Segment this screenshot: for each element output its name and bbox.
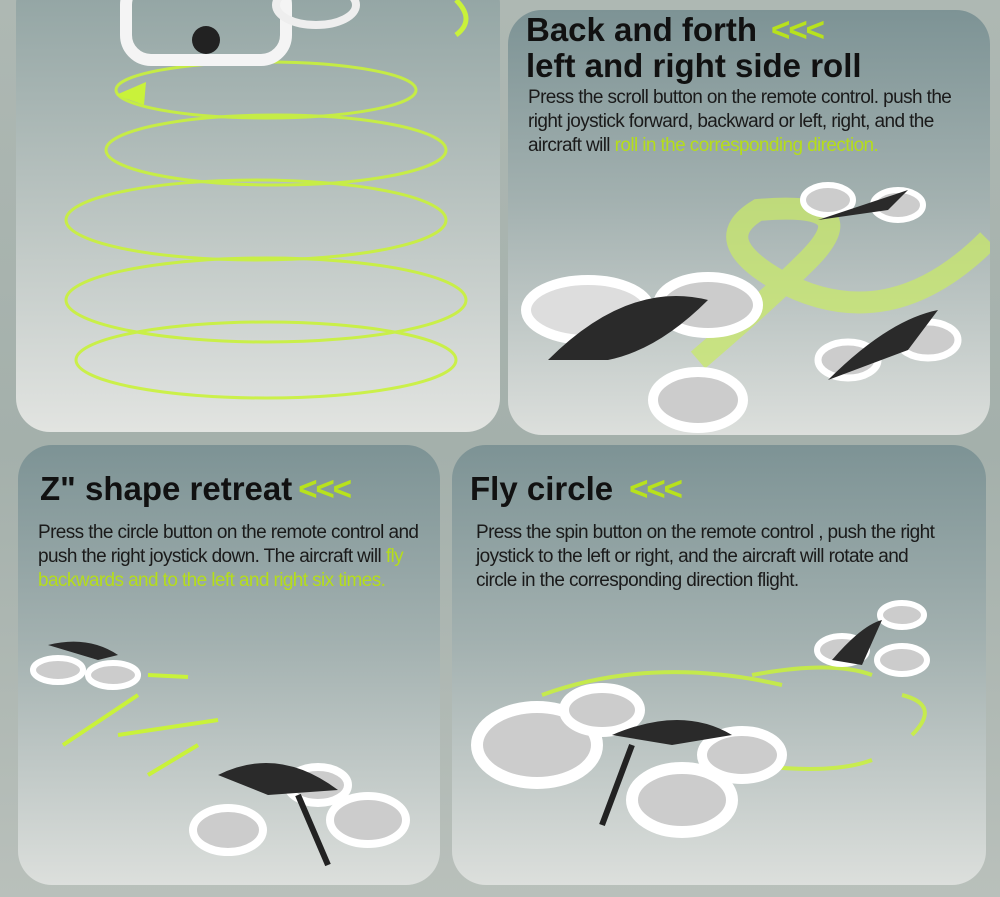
circle-illustration — [471, 600, 930, 838]
drone-icon — [120, 0, 360, 66]
drone-icon — [189, 763, 410, 867]
panel-description: Press the scroll button on the remote co… — [528, 87, 952, 156]
drone-icon — [521, 272, 763, 433]
chevrons-left-icon: <<< — [771, 11, 825, 48]
drone-icon — [471, 683, 787, 838]
panel-description: Press the circle button on the remote co… — [38, 522, 419, 591]
chevrons-left-icon: <<< — [298, 470, 352, 507]
drone-icon — [30, 641, 141, 690]
chevrons-left-icon: <<< — [629, 470, 683, 507]
panel-fly-circle: Fly circle<<< Press the spin button on t… — [452, 445, 986, 885]
drone-icon — [800, 182, 926, 223]
panel-spiral — [16, 0, 500, 432]
roll-illustration — [521, 182, 990, 433]
drone-icon — [814, 600, 930, 677]
panel-title: Z" shape retreat<<< — [40, 470, 352, 507]
panel-title: Back and forth<<< left and right side ro… — [526, 11, 862, 84]
spiral-illustration — [64, 0, 469, 400]
panel-description: Press the spin button on the remote cont… — [476, 522, 935, 591]
panel-side-roll: Back and forth<<< left and right side ro… — [508, 10, 990, 435]
retreat-illustration — [30, 641, 410, 867]
panel-title: Fly circle<<< — [470, 470, 683, 507]
panel-z-retreat: Z" shape retreat<<< Press the circle but… — [18, 445, 440, 885]
drone-icon — [814, 310, 962, 382]
